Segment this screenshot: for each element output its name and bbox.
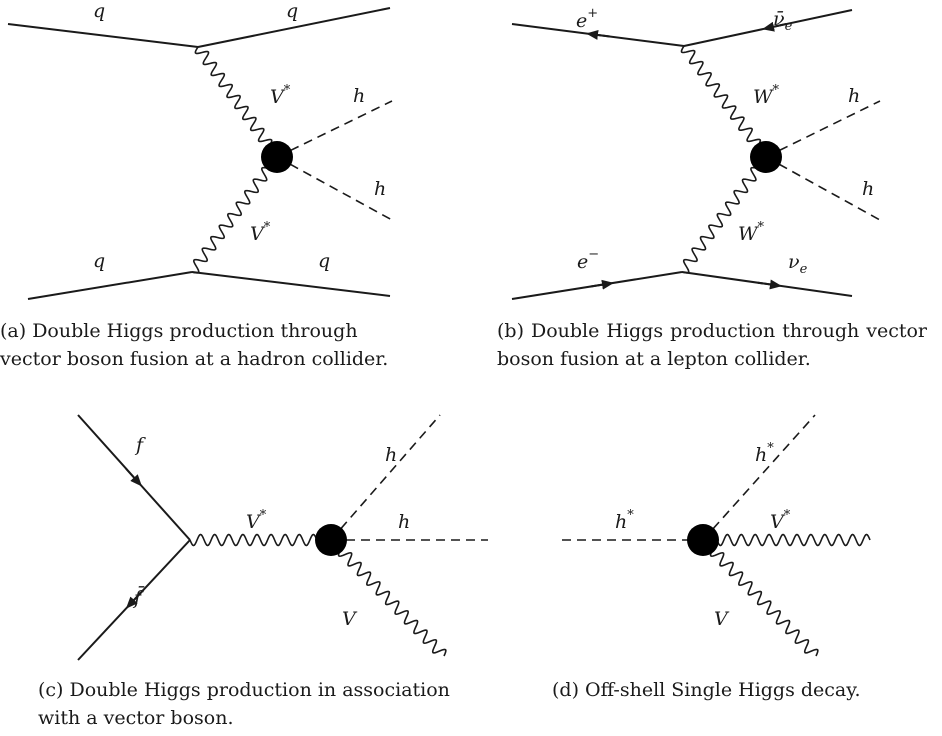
caption-b: (b) Double Higgs production through vect… — [497, 320, 927, 370]
electron-arrow — [589, 279, 614, 290]
vertex-blob — [750, 141, 782, 173]
higgs-line-upper — [765, 100, 881, 158]
caption-c: (c) Double Higgs production in associati… — [38, 679, 450, 729]
higgs-line-upper — [276, 100, 393, 158]
quark-line-top-right — [197, 7, 391, 48]
label-antineutrino: ν̄e — [773, 8, 793, 34]
label-h-star-left: h* — [615, 508, 634, 533]
label-q-top-left: q — [93, 0, 105, 22]
boson-line-bottom — [191, 155, 278, 274]
boson-line-top — [194, 46, 281, 158]
fermion-arrow-in — [125, 467, 143, 487]
diagram-d: h* h* V* V — [562, 414, 871, 657]
caption-d: (d) Off-shell Single Higgs decay. — [552, 679, 861, 701]
label-v-star: V* — [770, 508, 791, 533]
w-boson-line-top — [680, 45, 770, 158]
label-q-bottom-left: q — [93, 250, 105, 272]
label-h-top: h — [848, 85, 860, 107]
vertex-blob — [687, 524, 719, 556]
label-v: V — [714, 608, 730, 630]
label-electron: e− — [577, 247, 599, 273]
vertex-blob — [315, 524, 347, 556]
higgs-line-lower — [765, 156, 881, 221]
vertex-blob — [261, 141, 293, 173]
label-w-star-top: W* — [753, 83, 780, 108]
w-boson-line-bottom — [681, 155, 767, 274]
label-h-bottom: h — [862, 178, 874, 200]
label-v: V — [342, 608, 358, 630]
boson-line-down — [700, 539, 819, 657]
label-v-star-top: V* — [270, 83, 291, 108]
label-positron: e+ — [576, 6, 598, 32]
quark-line-bottom-right — [191, 271, 391, 297]
diagram-b: e+ ν̄e W* h h W* e− νe — [511, 6, 881, 300]
label-w-star-bottom: W* — [738, 220, 765, 245]
label-q-bottom-right: q — [318, 250, 330, 272]
label-fbar: f̄ — [132, 585, 145, 609]
label-f: f — [134, 434, 146, 456]
label-h-right: h — [398, 511, 410, 533]
caption-a: (a) Double Higgs production through vect… — [0, 320, 389, 370]
positron-arrow — [586, 30, 611, 40]
label-h-bottom: h — [374, 178, 386, 200]
quark-line-top-left — [7, 23, 199, 48]
label-v-star: V* — [246, 508, 267, 533]
higgs-line-outgoing — [702, 414, 816, 541]
boson-line-propagator — [189, 533, 332, 547]
quark-line-bottom-left — [27, 271, 193, 300]
label-neutrino: νe — [788, 251, 808, 277]
boson-line-right — [702, 533, 871, 547]
diagram-c: f f̄ V* h h V — [77, 414, 488, 661]
higgs-line-upper — [330, 414, 441, 541]
antineutrino-arrow — [762, 21, 787, 32]
label-h-upper: h — [385, 444, 397, 466]
neutrino-arrow — [757, 279, 782, 290]
higgs-line-lower — [276, 156, 393, 221]
diagram-a: q q V* h h V* q q — [7, 0, 393, 300]
label-v-star-bottom: V* — [250, 220, 271, 245]
boson-line-outgoing — [328, 539, 447, 657]
antifermion-arrow — [125, 590, 143, 609]
label-h-top: h — [353, 85, 365, 107]
label-h-star-top: h* — [755, 441, 774, 466]
label-q-top-right: q — [286, 0, 298, 22]
